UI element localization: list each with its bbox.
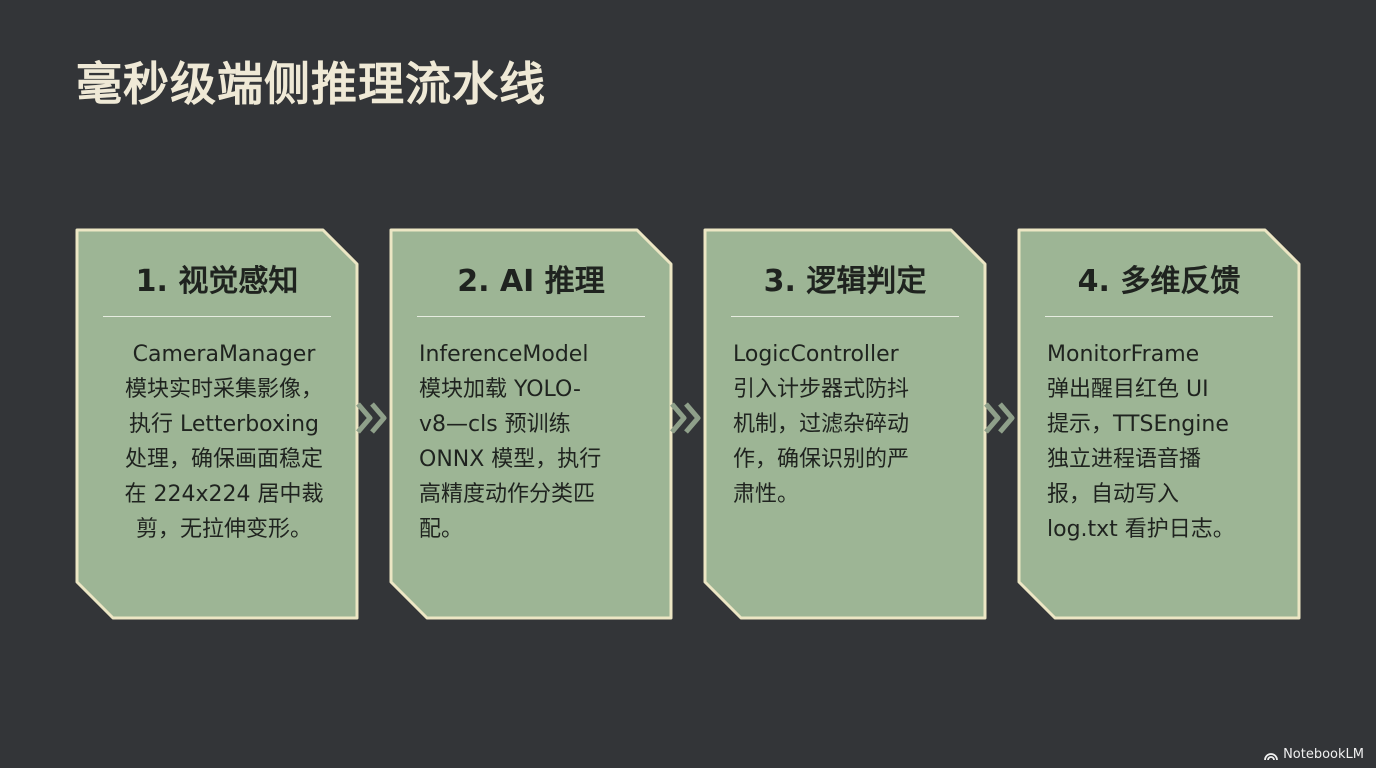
chevron-right-icon: [984, 402, 1015, 434]
card-shape: [389, 228, 673, 620]
chevron-right-icon: [670, 402, 701, 434]
step-divider: [1045, 316, 1273, 317]
step-title: 1. 视觉感知: [135, 264, 299, 299]
step-divider: [103, 316, 331, 317]
watermark-label: NotebookLM: [1283, 747, 1364, 762]
step-card-multi-feedback: 4. 多维反馈 MonitorFrame 弹出醒目红色 UI 提示，TTSEng…: [1017, 228, 1301, 620]
slide-title: 毫秒级端侧推理流水线: [76, 57, 546, 111]
notebooklm-watermark: NotebookLM: [1263, 747, 1364, 762]
step-description: LogicController 引入计步器式防抖 机制，过滤杂碎动 作，确保识别…: [733, 342, 910, 507]
chevron-right-icon: [356, 402, 387, 434]
step-divider: [731, 316, 959, 317]
card-shape: [703, 228, 987, 620]
step-card-logic-decision: 3. 逻辑判定 LogicController 引入计步器式防抖 机制，过滤杂碎…: [703, 228, 987, 620]
step-card-visual-perception: 1. 视觉感知 CameraManager 模块实时采集影像， 执行 Lette…: [75, 228, 359, 620]
step-description: InferenceModel 模块加载 YOLO- v8—cls 预训练 ONN…: [419, 342, 602, 542]
step-description: CameraManager 模块实时采集影像， 执行 Letterboxing …: [124, 342, 324, 542]
step-description: MonitorFrame 弹出醒目红色 UI 提示，TTSEngine 独立进程…: [1047, 342, 1235, 542]
step-divider: [417, 316, 645, 317]
card-shape: [1017, 228, 1301, 620]
card-shape: [75, 228, 359, 620]
notebooklm-logo-icon: [1264, 752, 1278, 760]
step-title: 3. 逻辑判定: [763, 264, 927, 299]
step-title: 2. AI 推理: [457, 264, 605, 299]
step-title: 4. 多维反馈: [1077, 264, 1241, 299]
step-card-ai-inference: 2. AI 推理 InferenceModel 模块加载 YOLO- v8—cl…: [389, 228, 673, 620]
